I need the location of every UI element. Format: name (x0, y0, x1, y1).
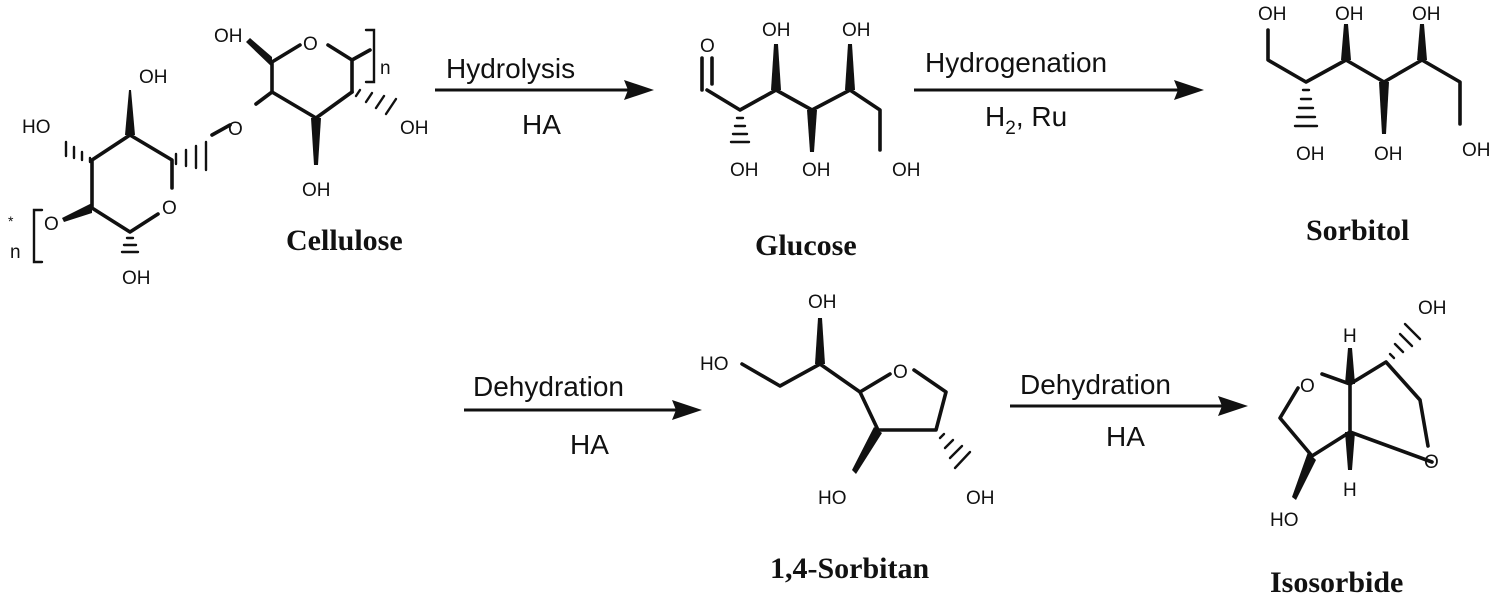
wedge-bond (807, 110, 817, 152)
wedge-bond (1379, 82, 1389, 134)
wedge-bond (852, 427, 882, 474)
atom-label-oh: OH (730, 160, 759, 181)
wedge-bond (246, 38, 272, 67)
atom-label-oh: OH (139, 67, 168, 88)
compound-name-glucose: Glucose (755, 229, 857, 262)
atom-label-ring-o: O (162, 198, 177, 219)
wedge-bond (1345, 432, 1355, 470)
wedge-bond (311, 118, 321, 165)
atom-label-oh: OH (1296, 144, 1325, 165)
atom-label-ho: HO (700, 354, 729, 375)
glucose-structure: O OH OH OH OH OH Glucose (700, 20, 921, 262)
atom-label-oh: OH (892, 160, 921, 181)
atom-label-ring-o: O (893, 362, 908, 383)
reaction-arrow-dehydration-1: Dehydration HA (464, 371, 702, 460)
atom-label-ho: HO (818, 488, 847, 509)
hashed-bond (354, 88, 398, 116)
sorbitan-structure: OH HO O HO OH 1,4-Sorbitan (700, 292, 995, 585)
wedge-bond (845, 44, 855, 90)
cellulose-left-ring (62, 90, 208, 254)
step-name: Hydrogenation (925, 47, 1107, 78)
wedge-bond (62, 203, 92, 222)
atom-label-oh: OH (1335, 4, 1364, 25)
atom-label-oh: OH (966, 488, 995, 509)
atom-label-o: O (44, 214, 59, 235)
atom-label-oh: OH (400, 118, 429, 139)
hashed-bond (729, 116, 751, 144)
cellulose-structure: OH HO O O OH O OH O OH OH n * n Cellulos… (8, 26, 429, 289)
atom-label-h: H (1343, 480, 1357, 501)
wedge-bond (1345, 348, 1355, 384)
atom-label-oh: OH (214, 26, 243, 47)
sorbitol-structure: OH OH OH OH OH OH Sorbitol (1258, 4, 1491, 247)
hashed-bond (174, 140, 208, 172)
atom-label-oh: OH (842, 20, 871, 41)
wedge-bond (1417, 24, 1427, 60)
step-reagent: H2, Ru (985, 101, 1067, 139)
atom-label-ho: HO (1270, 510, 1299, 531)
end-star: * (8, 213, 14, 229)
step-reagent: HA (570, 429, 609, 460)
compound-name-sorbitan: 1,4-Sorbitan (770, 552, 930, 585)
reaction-arrow-dehydration-2: Dehydration HA (1010, 369, 1248, 452)
hashed-bond (1293, 88, 1319, 128)
end-label: n (10, 242, 21, 263)
atom-label-ring-o: O (303, 34, 318, 55)
hashed-bond (64, 140, 92, 164)
hashed-bond (120, 236, 140, 254)
polymer-bracket-left (32, 208, 44, 264)
atom-label-oh: OH (762, 20, 791, 41)
wedge-bond (771, 44, 781, 90)
step-reagent: HA (1106, 421, 1145, 452)
atom-label-oh: OH (1374, 144, 1403, 165)
repeat-label: n (380, 58, 391, 79)
atom-label-oh: OH (808, 292, 837, 313)
atom-label-ring-o: O (1300, 376, 1315, 397)
atom-label-oh: OH (1462, 140, 1491, 161)
step-name: Dehydration (1020, 369, 1171, 400)
step-name: Hydrolysis (446, 53, 575, 84)
atom-label-oh: OH (802, 160, 831, 181)
atom-label-oh: OH (1418, 298, 1447, 319)
isosorbide-structure: H OH O O H HO Isosorbide (1270, 298, 1447, 596)
atom-label-ring-o: O (1424, 452, 1439, 473)
hashed-bond (1388, 322, 1422, 360)
polymer-bracket-right (364, 28, 376, 84)
wedge-bond (1341, 24, 1351, 60)
step-name: Dehydration (473, 371, 624, 402)
reaction-arrow-hydrolysis: Hydrolysis HA (435, 53, 654, 140)
compound-name-isosorbide: Isosorbide (1270, 566, 1403, 596)
atom-label-h: H (1343, 326, 1357, 347)
compound-name-cellulose: Cellulose (286, 224, 403, 257)
step-reagent: HA (522, 109, 561, 140)
atom-label-o: O (700, 36, 715, 57)
atom-label-link-o: O (228, 119, 243, 140)
atom-label-ho: HO (22, 117, 51, 138)
atom-label-oh: OH (122, 268, 151, 289)
cellulose-right-ring (246, 38, 398, 165)
atom-label-oh: OH (302, 180, 331, 201)
wedge-bond (125, 90, 135, 135)
wedge-bond (1292, 452, 1316, 500)
wedge-bond (815, 318, 825, 364)
hashed-bond (938, 432, 972, 470)
atom-label-oh: OH (1258, 4, 1287, 25)
reaction-arrow-hydrogenation: Hydrogenation H2, Ru (914, 47, 1204, 139)
compound-name-sorbitol: Sorbitol (1306, 214, 1409, 247)
atom-label-oh: OH (1412, 4, 1441, 25)
